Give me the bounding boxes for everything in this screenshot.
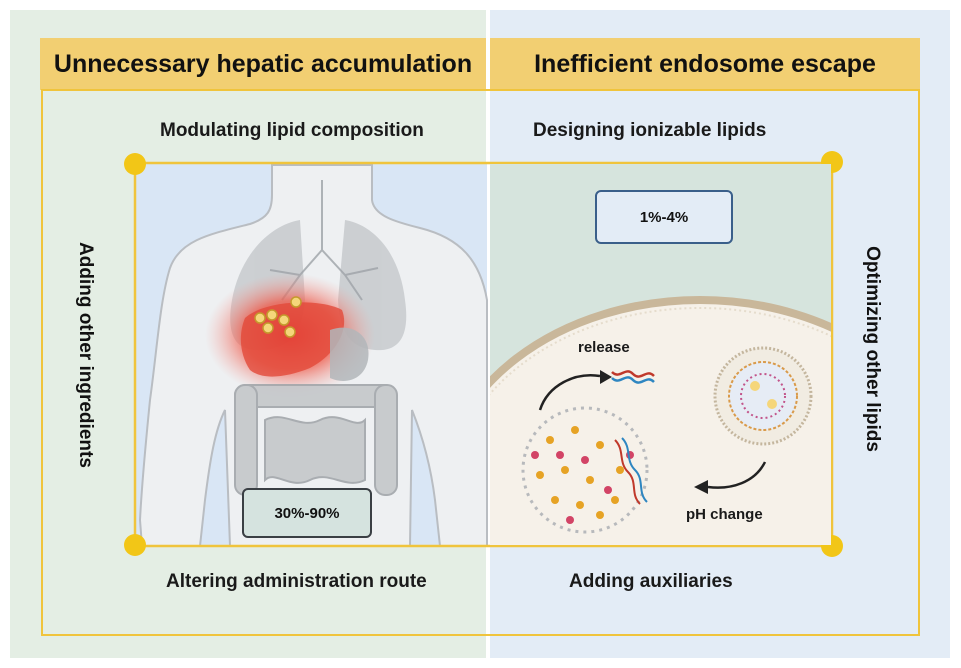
ph-change-arrow [707, 461, 767, 489]
ph-change-label: pH change [686, 506, 763, 523]
stomach [330, 327, 369, 381]
left-bottom-label: Altering administration route [166, 571, 427, 592]
disrupted-nanoparticle [521, 406, 649, 534]
right-bottom-label: Adding auxiliaries [569, 571, 733, 592]
left-header-title: Unnecessary hepatic accumulation [40, 38, 486, 90]
release-label: release [578, 339, 630, 356]
nanoparticle-cluster [254, 296, 302, 338]
right-percent-box: 1%-4% [595, 190, 733, 244]
right-top-label: Designing ionizable lipids [533, 120, 767, 141]
intact-nanoparticle [713, 346, 813, 446]
right-side-label: Optimizing other lipids [862, 246, 883, 452]
frame-corner-dot [124, 153, 146, 175]
left-percent-box: 30%-90% [242, 488, 372, 538]
intestines [234, 384, 398, 496]
left-side-label: Adding other ingredients [75, 242, 96, 468]
liver [240, 302, 345, 377]
inner-frame [133, 161, 834, 548]
release-arrow [538, 374, 601, 411]
frame-corner-dot [124, 534, 146, 556]
released-mrna [611, 370, 655, 384]
right-header-title: Inefficient endosome escape [490, 38, 920, 90]
left-top-label: Modulating lipid composition [160, 120, 424, 141]
